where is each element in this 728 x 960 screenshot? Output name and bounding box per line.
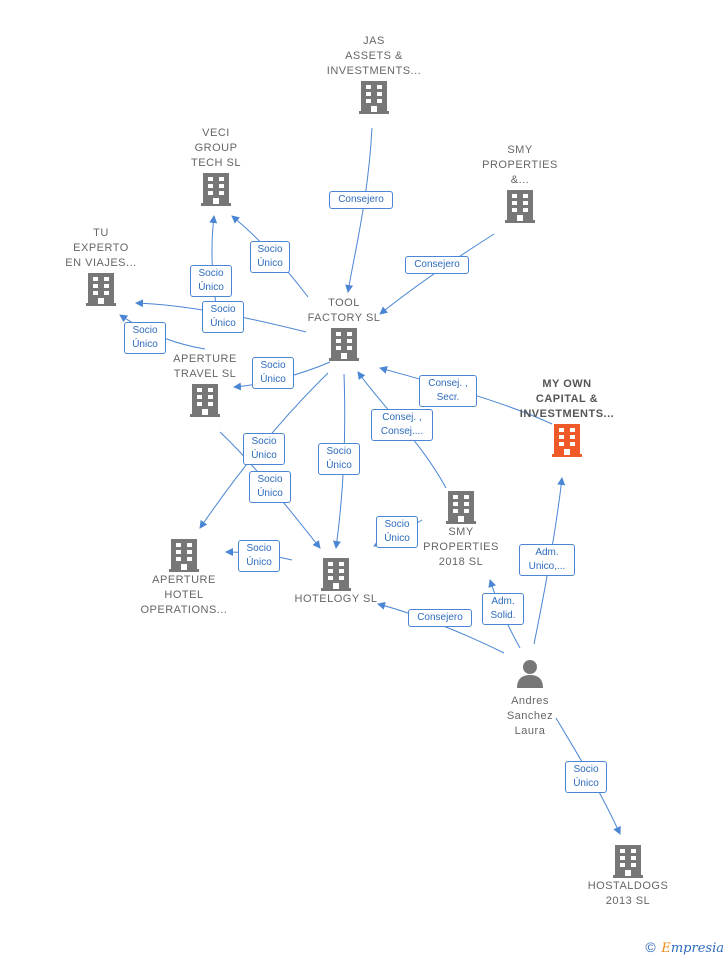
edge-label-consejero[interactable]: Consejero (405, 256, 469, 274)
edge-label-socio-unico[interactable]: Socio Único (565, 761, 607, 793)
node-label: SMY PROPERTIES &... (482, 144, 558, 186)
edge-label-socio-unico[interactable]: Socio Único (376, 516, 418, 548)
brand-footer: © Empresia (645, 939, 724, 956)
node-label: TOOL FACTORY SL (307, 297, 381, 324)
node-hostaldogs[interactable]: HOSTALDOGS 2013 SL (568, 843, 688, 909)
node-label: APERTURE HOTEL OPERATIONS... (140, 574, 228, 616)
edge-label-socio-unico[interactable]: Socio Único (202, 301, 244, 333)
node-hotelogy[interactable]: HOTELOGY SL (276, 556, 396, 607)
node-label: APERTURE TRAVEL SL (173, 353, 237, 380)
node-label: SMY PROPERTIES 2018 SL (423, 526, 499, 568)
node-tu-experto[interactable]: TU EXPERTO EN VIAJES... (41, 226, 161, 307)
building-icon (86, 273, 116, 306)
edge-label-socio-unico[interactable]: Socio Único (190, 265, 232, 297)
node-my-own-capital[interactable]: MY OWN CAPITAL & INVESTMENTS... (507, 377, 627, 458)
edge-jas-tool (345, 127, 373, 293)
edge-label-consej-secr[interactable]: Consej. , Secr. (419, 375, 477, 407)
node-label: VECI GROUP TECH SL (191, 127, 241, 169)
edge-label-socio-unico[interactable]: Socio Único (124, 322, 166, 354)
building-icon (359, 81, 389, 114)
building-icon (169, 539, 199, 572)
building-icon (446, 491, 476, 524)
node-smy-properties[interactable]: SMY PROPERTIES &... (460, 143, 580, 224)
node-label: Andres Sanchez Laura (506, 695, 554, 737)
edge-label-consejero[interactable]: Consejero (408, 609, 472, 627)
node-aperture-travel[interactable]: APERTURE TRAVEL SL (145, 352, 265, 418)
node-tool-factory[interactable]: TOOL FACTORY SL (284, 296, 404, 362)
building-icon (552, 424, 582, 457)
node-smy-properties-2018[interactable]: SMY PROPERTIES 2018 SL (401, 489, 521, 570)
edge-label-consej-consej[interactable]: Consej. , Consej.... (371, 409, 433, 441)
edge-label-adm-unico[interactable]: Adm. Unico,... (519, 544, 575, 576)
node-label: HOSTALDOGS 2013 SL (587, 880, 669, 907)
edge-label-socio-unico[interactable]: Socio Único (252, 357, 294, 389)
copyright-symbol: © (645, 939, 656, 955)
node-label: HOTELOGY SL (294, 593, 378, 605)
building-icon (505, 190, 535, 223)
edge-label-socio-unico[interactable]: Socio Único (243, 433, 285, 465)
person-icon (517, 660, 543, 688)
node-label: JAS ASSETS & INVESTMENTS... (326, 35, 422, 77)
node-jas-assets[interactable]: JAS ASSETS & INVESTMENTS... (314, 34, 434, 115)
node-label: MY OWN CAPITAL & INVESTMENTS... (519, 378, 615, 420)
node-label: TU EXPERTO EN VIAJES... (65, 227, 137, 269)
edge-label-socio-unico[interactable]: Socio Único (318, 443, 360, 475)
node-aperture-hotel[interactable]: APERTURE HOTEL OPERATIONS... (124, 537, 244, 618)
building-icon (613, 845, 643, 878)
building-icon (321, 558, 351, 591)
edge-label-socio-unico[interactable]: Socio Único (238, 540, 280, 572)
edge-label-socio-unico[interactable]: Socio Único (249, 471, 291, 503)
edge-smy-tool (379, 233, 495, 315)
node-andres-sanchez[interactable]: Andres Sanchez Laura (470, 658, 590, 739)
edge-label-adm-solid[interactable]: Adm. Solid. (482, 593, 524, 625)
edge-label-consejero[interactable]: Consejero (329, 191, 393, 209)
building-icon (190, 384, 220, 417)
edge-label-socio-unico[interactable]: Socio Único (250, 241, 290, 273)
building-icon (201, 173, 231, 206)
node-veci-group[interactable]: VECI GROUP TECH SL (156, 126, 276, 207)
empresia-logo[interactable]: Empresia (661, 941, 724, 956)
building-icon (329, 328, 359, 361)
